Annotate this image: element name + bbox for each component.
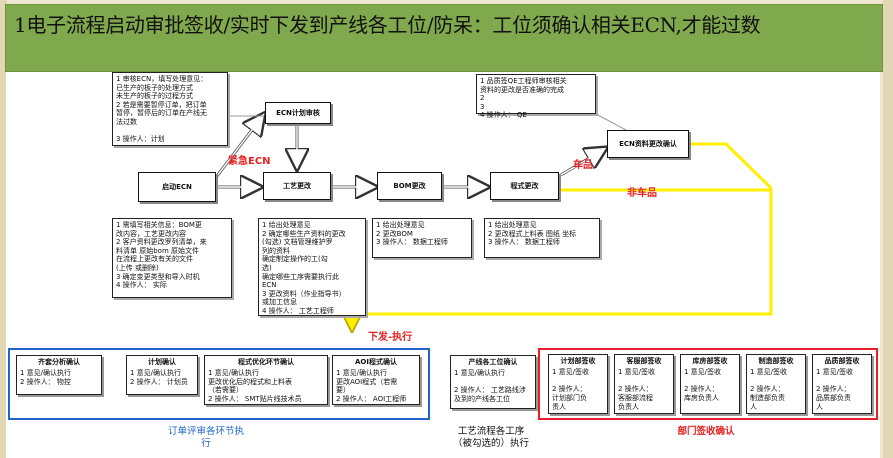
slide-title-bar: 1电子流程启动审批签收/实时下发到产线各工位/防呆：工位须确认相关ECN,才能过… — [5, 4, 883, 72]
note-program-change: 1 给出处理意见 2 更改程式上料表 图纸 坐标 3 操作人： 数据工程师 — [484, 218, 600, 258]
dept-signoff-item-title: 客服部签收 — [626, 357, 662, 365]
dept-signoff-item-title: 库房部签收 — [692, 357, 728, 365]
note-process-change: 1 给出处理意见 2 确定哪些生产资料的更改 (勾选) 文档管理维护罗 列的资料… — [258, 218, 366, 316]
label-non-trial: 非车品 — [627, 188, 657, 199]
dept-signoff-item-body: 1 意见/签收 2 操作人： 制造部负责 人 — [750, 367, 788, 411]
order-review-item-title: AOI程式确认 — [355, 358, 397, 366]
arrow-start-to-plan-inner — [213, 113, 265, 181]
dept-signoff-item: 库房部签收 1 意见/签收 2 操作人： 库房负责人 — [680, 354, 740, 414]
order-review-item: 程式优化环节确认 1 意见/确认执行 更改优化后的程式和上料表 （若需要） 2 … — [204, 355, 328, 405]
group-order-review — [8, 348, 430, 420]
dept-signoff-item-title: 制造部签收 — [758, 357, 794, 365]
node-ecn-data-confirm[interactable]: ECN资料更改确认 — [607, 130, 689, 158]
caption-production-line: 工艺流程各工序 （被勾选的）执行 — [452, 426, 529, 449]
order-review-item-body: 1 意见/确认执行 更改优化后的程式和上料表 （若需要） 2 操作人： SMT贴… — [208, 368, 302, 404]
node-process-change[interactable]: 工艺更改 — [263, 172, 331, 200]
node-program-change[interactable]: 程式更改 — [490, 172, 559, 200]
page-frame-left — [0, 0, 7, 458]
dept-signoff-item-title: 计划部签收 — [560, 357, 596, 365]
order-review-item-body: 1 意见/确认执行 更改AOI程式（若需 要） 2 操作人： AOI工程师 — [336, 368, 407, 404]
node-ecn-plan-review[interactable]: ECN计划审核 — [265, 102, 331, 124]
label-urgent-ecn: 紧急ECN — [228, 156, 271, 167]
order-review-item-title: 程式优化环节确认 — [238, 358, 294, 366]
note-bom-change: 1 给出处理意见 2 更改BOM 3 操作人： 数据工程师 — [372, 218, 472, 258]
note-connector-qe — [595, 113, 627, 131]
dept-signoff-item-title: 品质部签收 — [824, 357, 860, 365]
dept-signoff-item: 客服部签收 1 意见/签收 2 操作人： 客服部流程 负责人 — [614, 354, 674, 414]
connector-layer — [212, 72, 773, 458]
dept-signoff-item: 制造部签收 1 意见/签收 2 操作人： 制造部负责 人 — [746, 354, 806, 414]
note-start-ecn: 1 需填写相关信息：BOM更 改内容，工艺更改内容 2 客户资料更改罗列清单，来… — [112, 218, 232, 298]
dept-signoff-item-body: 1 意见/签收 2 操作人： 品质部负责 人 — [816, 367, 854, 411]
caption-dept-signoff: 部门签收确认 — [677, 426, 735, 437]
dept-signoff-item-body: 1 意见/签收 2 操作人： 客服部流程 负责人 — [618, 367, 656, 411]
label-dispatch: 下发-执行 — [368, 332, 413, 343]
dept-signoff-item-body: 1 意见/签收 2 操作人： 计划部门负 责人 — [552, 367, 590, 411]
label-trial: 车品 — [573, 160, 593, 171]
dept-signoff-item: 品质部签收 1 意见/签收 2 操作人： 品质部负责 人 — [812, 354, 872, 414]
order-review-item: AOI程式确认 1 意见/确认执行 更改AOI程式（若需 要） 2 操作人： A… — [332, 355, 420, 405]
arrow-dispatch — [352, 188, 773, 330]
group-dept-signoff — [538, 348, 878, 420]
node-bom-change[interactable]: BOM更改 — [377, 172, 442, 200]
arrow-confirm-to-edge — [690, 142, 773, 190]
order-review-item: 计划确认 1 意见/确认执行 2 操作人： 计划员 — [126, 355, 198, 395]
caption-order-review: 订单评审各环节执 行 — [167, 426, 244, 449]
note-qe-review: 1 品质签QE工程师审核相关 资料的更改是否准确的完成 2 3 4 操作人： Q… — [476, 74, 596, 119]
production-line-item: 产线各工位确认 1 意见/确认执行 2 操作人： 工艺路线涉 及到的产线各工位 — [450, 355, 536, 409]
order-review-item-title: 齐套分析确认 — [38, 358, 80, 366]
production-line-item-body: 1 意见/确认执行 2 操作人： 工艺路线涉 及到的产线各工位 — [454, 368, 526, 404]
order-review-item: 齐套分析确认 1 意见/确认执行 2 操作人： 物控 — [16, 355, 102, 395]
flow-diagram: 启动ECN ECN计划审核 工艺更改 BOM更改 程式更改 ECN资料更改确认 … — [6, 72, 880, 458]
slide-title: 1电子流程启动审批签收/实时下发到产线各工位/防呆：工位须确认相关ECN,才能过… — [14, 13, 761, 37]
page-frame-right — [883, 0, 893, 458]
node-start-ecn[interactable]: 启动ECN — [138, 172, 216, 202]
production-line-item-title: 产线各工位确认 — [468, 358, 518, 366]
order-review-item-title: 计划确认 — [148, 358, 176, 366]
dept-signoff-item-body: 1 意见/签收 2 操作人： 库房负责人 — [684, 367, 722, 403]
dept-signoff-item: 计划部签收 1 意见/签收 2 操作人： 计划部门负 责人 — [548, 354, 608, 414]
order-review-item-body: 1 意见/确认执行 2 操作人： 计划员 — [130, 368, 188, 386]
note-plan-review: 1 审核ECN，填写处理意见： 已生产的板子的处理方式 未生产的板子的过程方式 … — [112, 72, 228, 146]
order-review-item-body: 1 意见/确认执行 2 操作人： 物控 — [20, 368, 72, 386]
